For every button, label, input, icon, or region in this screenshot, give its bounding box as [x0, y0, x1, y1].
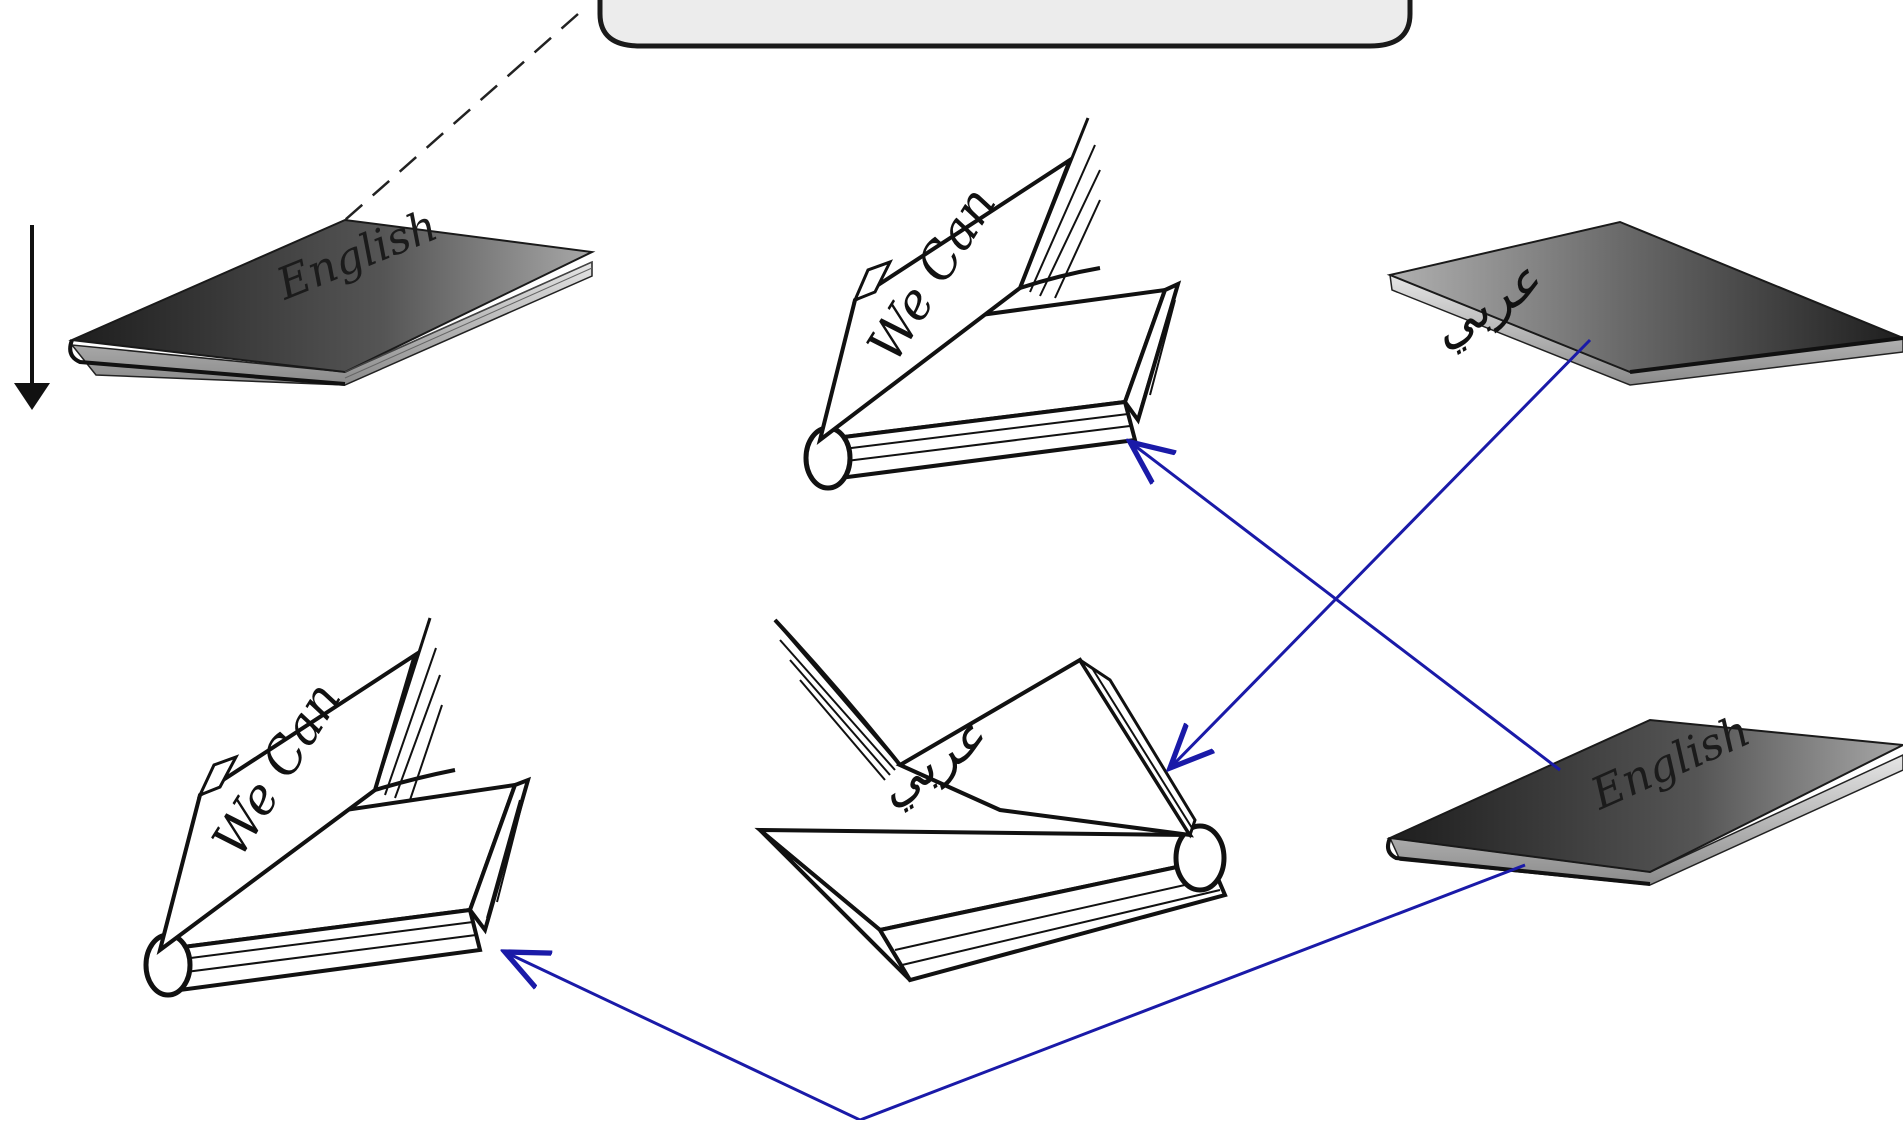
top-callout-box [597, 0, 1413, 49]
dashed-leader-line [344, 13, 579, 221]
arrow-bottom-english-to-top-wecan [1130, 442, 1561, 772]
book-closed-english-bottom: English [1386, 705, 1903, 886]
book-open-arabic-bottom: عربي [754, 618, 1228, 983]
down-arrow-icon [14, 225, 50, 410]
book-closed-arabic-top: عربي [1386, 220, 1903, 386]
book-open-wecan-top: We Can [803, 117, 1182, 491]
book-open-wecan-bottom: We Can [143, 617, 532, 998]
book-closed-english-top: English [68, 200, 596, 386]
arrow-top-arabic-to-bottom-arabic [1170, 338, 1592, 768]
